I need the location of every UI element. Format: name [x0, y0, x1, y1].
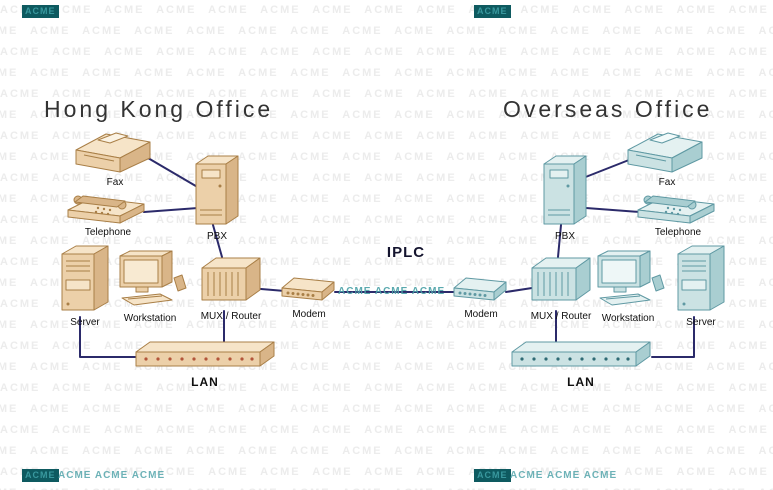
server-icon: [61, 245, 109, 311]
device-modem-right: Modem: [452, 272, 510, 320]
server-icon: [677, 245, 725, 311]
device-modem-left: Modem: [280, 272, 338, 320]
device-label: Server: [686, 317, 716, 328]
device-lan-left: LAN: [134, 338, 276, 389]
watermark-row: ACME ACME ACME ACME ACME ACME ACME ACME …: [0, 130, 773, 142]
telephone-icon: [67, 195, 145, 224]
lan-hub-icon: [511, 341, 651, 367]
device-label: Telephone: [654, 227, 702, 238]
device-fax-left: Fax: [70, 130, 160, 188]
edge-telephone-pbx-left: [143, 207, 199, 213]
mux-router-icon: [201, 257, 261, 301]
watermark-row: ACME ACME ACME ACME ACME ACME ACME ACME …: [0, 403, 773, 415]
watermark-fragment: ACME ACME ACME: [58, 470, 166, 481]
edge-pbx-mux-right: [557, 224, 562, 258]
workstation-icon: [119, 250, 187, 306]
telephone-icon: [637, 195, 715, 224]
watermark-row: ACME ACME ACME ACME ACME ACME ACME ACME …: [0, 46, 773, 58]
device-label: LAN: [191, 375, 219, 389]
office-title-hong-kong: Hong Kong Office: [44, 96, 274, 122]
device-label: MUX / Router: [530, 311, 592, 322]
watermark-row: ACME ACME ACME ACME ACME ACME ACME ACME …: [0, 4, 773, 16]
watermark-fragment: ACME: [22, 5, 59, 18]
edge-pbx-mux-left: [212, 224, 223, 258]
device-mux-router-left: MUX / Router: [198, 248, 264, 322]
edge-server-lan-right: [651, 316, 695, 358]
office-title-overseas: Overseas Office: [503, 96, 713, 122]
edge-mux-modem-left: [260, 288, 286, 292]
device-pbx-left: PBX: [192, 150, 242, 242]
watermark-fragment: ACME ACME ACME: [510, 470, 618, 481]
watermark-row: ACME ACME ACME ACME ACME ACME ACME ACME …: [0, 298, 773, 310]
watermark-row: ACME ACME ACME ACME ACME ACME ACME ACME …: [0, 67, 773, 79]
lan-hub-icon: [135, 341, 275, 367]
device-pbx-right: PBX: [540, 150, 590, 242]
iplc-link-label: IPLC: [386, 244, 426, 261]
watermark-fragment: ACME ACME ACME: [338, 286, 446, 297]
watermark-fragment: ACME: [474, 469, 511, 482]
watermark-row: ACME ACME ACME ACME ACME ACME ACME ACME …: [0, 445, 773, 457]
device-label: Workstation: [123, 313, 177, 324]
watermark-fragment: ACME: [474, 5, 511, 18]
watermark-row: ACME ACME ACME ACME ACME ACME ACME ACME …: [0, 483, 773, 490]
device-label: Fax: [106, 177, 124, 188]
device-label: Telephone: [84, 227, 132, 238]
device-label: Server: [70, 317, 100, 328]
pbx-icon: [195, 155, 239, 225]
edge-modem-mux-right: [505, 287, 533, 293]
device-fax-right: Fax: [622, 130, 712, 188]
device-server-left: Server: [58, 242, 112, 328]
watermark-row: ACME ACME ACME ACME ACME ACME ACME ACME …: [0, 424, 773, 436]
modem-icon: [453, 277, 507, 301]
device-lan-right: LAN: [510, 338, 652, 389]
device-label: LAN: [567, 375, 595, 389]
device-mux-router-right: MUX / Router: [528, 248, 594, 322]
watermark-fragment: ACME: [22, 469, 59, 482]
watermark-row: ACME ACME ACME ACME ACME ACME ACME ACME …: [0, 88, 773, 100]
watermark-row: ACME ACME ACME ACME ACME ACME ACME ACME …: [0, 319, 773, 331]
device-label: Modem: [464, 309, 498, 320]
edge-pbx-fax-right: [577, 157, 635, 181]
fax-icon: [75, 132, 151, 173]
device-server-right: Server: [674, 242, 728, 328]
mux-router-icon: [531, 257, 591, 301]
edge-server-lan-left: [79, 316, 139, 358]
watermark-row: ACME ACME ACME ACME ACME ACME ACME ACME …: [0, 466, 773, 478]
device-label: MUX / Router: [200, 311, 262, 322]
pbx-icon: [543, 155, 587, 225]
device-label: Modem: [292, 309, 326, 320]
device-workstation-right: Workstation: [590, 250, 666, 324]
workstation-icon: [597, 250, 665, 306]
device-label: PBX: [206, 231, 227, 242]
device-label: Fax: [658, 177, 676, 188]
watermark-row: ACME ACME ACME ACME ACME ACME ACME ACME …: [0, 382, 773, 394]
device-telephone-left: Telephone: [64, 190, 152, 238]
modem-icon: [281, 277, 335, 301]
device-label: Workstation: [601, 313, 655, 324]
watermark-row: ACME ACME ACME ACME ACME ACME ACME ACME …: [0, 25, 773, 37]
device-workstation-left: Workstation: [112, 250, 188, 324]
fax-icon: [627, 132, 703, 173]
edge-pbx-telephone-right: [585, 207, 641, 213]
device-label: PBX: [554, 231, 575, 242]
device-telephone-right: Telephone: [634, 190, 722, 238]
watermark-row: ACME ACME ACME ACME ACME ACME ACME ACME …: [0, 109, 773, 121]
watermark-row: ACME ACME ACME ACME ACME ACME ACME ACME …: [0, 235, 773, 247]
